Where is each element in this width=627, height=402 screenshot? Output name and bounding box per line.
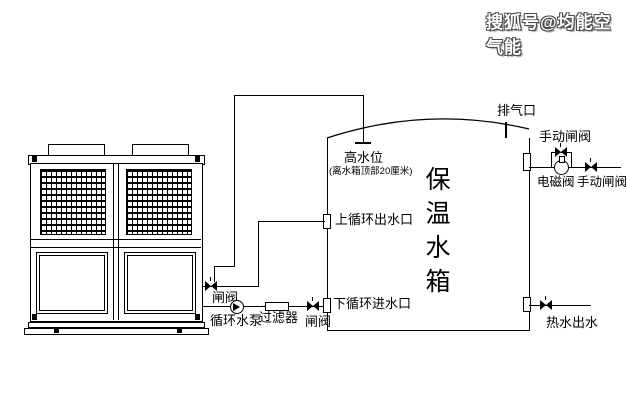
pipe-to-upper-outlet xyxy=(258,221,325,222)
base-rail xyxy=(28,322,205,328)
circulation-pump-label: 循环水泵 xyxy=(210,313,263,328)
gate-valve-mid-label: 闸阀 xyxy=(305,314,332,329)
tank-name-label: 保温水箱 xyxy=(422,166,449,302)
exhaust-port-stub xyxy=(505,122,507,138)
solenoid-valve-icon xyxy=(554,156,569,175)
tank-dome xyxy=(326,118,530,139)
pipe-hot-water-line xyxy=(529,305,591,306)
coil-grille-right xyxy=(126,169,192,235)
pipe-bypass-right xyxy=(571,152,572,167)
service-panel-right xyxy=(124,252,196,314)
corner-bolt-icon xyxy=(195,156,200,162)
coil-grille-left xyxy=(40,169,106,235)
pipe-makeup-line xyxy=(529,167,621,168)
high-water-level-mark xyxy=(355,142,371,144)
mid-divider xyxy=(30,239,201,248)
service-panel-left xyxy=(36,252,108,314)
manual-valve-top-icon xyxy=(555,143,567,157)
solenoid-valve-label: 电磁阀 xyxy=(537,175,575,189)
circulation-pump-icon xyxy=(230,297,244,314)
pipe-loop-top-run xyxy=(234,95,364,96)
watermark-text: 搜狐号@均能空气能 xyxy=(486,13,612,57)
pipe-circulation-line xyxy=(203,306,324,307)
exhaust-port-label: 排气口 xyxy=(497,103,537,118)
base-frame xyxy=(24,328,209,335)
pipe-loop-riser xyxy=(234,95,235,267)
pipe-outlet-riser xyxy=(258,221,259,287)
corner-bolt-icon xyxy=(32,314,37,320)
pipe-outlet-run xyxy=(203,286,259,287)
manual-valve-right-label: 手动闸阀 xyxy=(577,175,627,189)
foot-icon xyxy=(54,329,59,333)
pipe-loop-jog xyxy=(214,266,235,267)
high-water-note: (离水箱顶部20厘米) xyxy=(329,166,413,177)
gate-valve-mid-icon xyxy=(307,297,319,311)
high-water-sensor-pipe xyxy=(363,95,364,143)
upper-outlet-label: 上循环出水口 xyxy=(335,212,414,227)
hot-water-valve-icon xyxy=(540,296,552,310)
lower-inlet-label: 下循环进水口 xyxy=(333,296,412,311)
pipe-bypass-left xyxy=(551,152,552,167)
filter-label: 过滤器 xyxy=(259,310,299,325)
heat-pump-unit xyxy=(24,144,209,335)
corner-bolt-icon xyxy=(195,314,200,320)
water-tank-body xyxy=(327,138,530,331)
right-lower-port xyxy=(523,297,531,312)
high-water-label: 高水位 xyxy=(344,150,384,165)
manual-valve-top-label: 手动闸阀 xyxy=(539,129,592,144)
manual-valve-right-icon xyxy=(585,158,597,172)
gate-valve-left-icon xyxy=(205,277,217,291)
filter-icon xyxy=(265,302,289,311)
center-divider xyxy=(113,163,119,320)
corner-bolt-icon xyxy=(32,156,37,162)
pipe-loop-drop xyxy=(214,266,215,282)
lower-inlet-port xyxy=(323,298,331,313)
right-upper-port xyxy=(523,153,531,171)
hot-water-label: 热水出水 xyxy=(546,315,599,330)
foot-icon xyxy=(177,329,182,333)
